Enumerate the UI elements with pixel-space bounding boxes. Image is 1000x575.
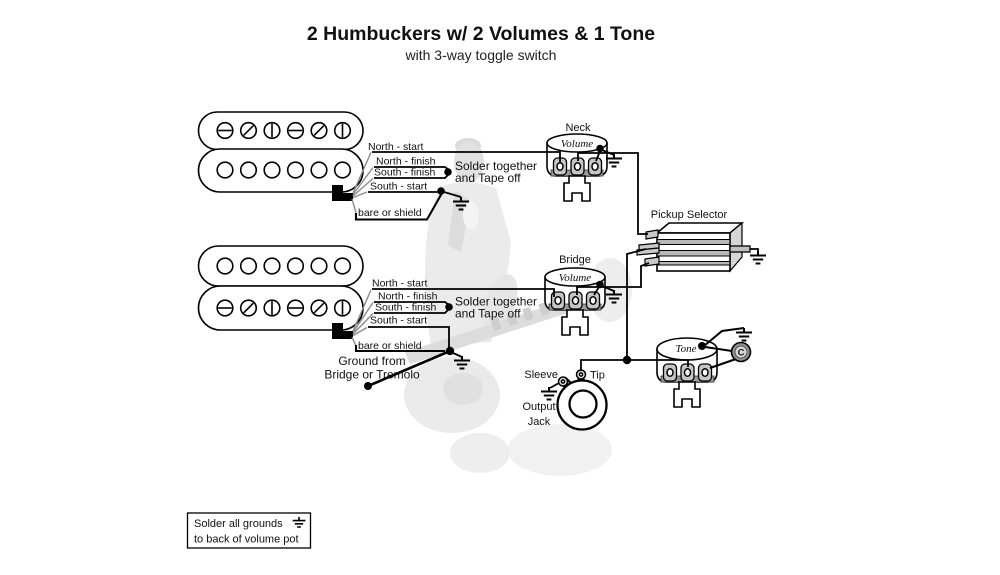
note-box-line2: to back of volume pot xyxy=(194,534,299,546)
ground-icon xyxy=(540,386,558,401)
bridge-volume-lugs xyxy=(550,291,601,310)
tone-pot: C xyxy=(656,337,752,408)
capacitor-label: C xyxy=(738,348,745,359)
neck-slug-poles xyxy=(216,161,352,179)
tremolo-ground-note: Ground from xyxy=(338,354,405,368)
bridge-slug-poles xyxy=(216,257,352,275)
neck-solder-note: Solder together xyxy=(455,159,537,173)
bridge-wire-label: bare or shield xyxy=(358,340,422,352)
bridge-cable-connector xyxy=(332,323,353,339)
wire-neck-to-ground xyxy=(443,191,462,198)
bridge-screw-poles xyxy=(216,299,352,317)
neck-pot-function: Volume xyxy=(561,138,594,150)
output-jack xyxy=(549,369,608,431)
jack-sleeve-label: Sleeve xyxy=(524,369,558,381)
bridge-wire-label: South - start xyxy=(370,315,427,327)
tremolo-ground-note: Bridge or Tremolo xyxy=(324,368,420,382)
bridge-volume-pot xyxy=(544,267,606,336)
wire-neck-north-start xyxy=(372,151,561,162)
wires xyxy=(354,149,759,388)
neck-solder-note: and Tape off xyxy=(455,171,521,185)
wire-bridge-volume-to-selector xyxy=(576,262,650,295)
note-box-line1: Solder all grounds xyxy=(194,518,283,530)
bridge-wire-label: North - finish xyxy=(378,291,438,303)
wire-bridge-lug-to-case xyxy=(593,286,600,296)
neck-volume-shaft xyxy=(563,175,591,202)
wire-sleeve-ground xyxy=(549,382,560,389)
wire-neck-case-to-ground xyxy=(601,149,615,156)
pickup-selector-switch xyxy=(636,221,751,273)
wire-bridge-south-start xyxy=(368,326,450,348)
neck-cable-connector xyxy=(332,185,353,201)
bridge-solder-note: Solder together xyxy=(455,295,537,309)
neck-humbucker-pickup xyxy=(197,111,374,213)
neck-pot-name: Neck xyxy=(565,122,591,134)
grounds-note-box: Solder all grounds to back of volume pot xyxy=(186,512,312,549)
tone-pot-function: Tone xyxy=(676,343,697,355)
neck-volume-pot xyxy=(546,133,608,202)
jack-name: Jack xyxy=(528,416,551,428)
wire-selector-case-ground xyxy=(750,248,759,251)
bridge-humbucker-pickup xyxy=(197,245,374,347)
tone-shaft xyxy=(673,381,701,408)
selector-lever xyxy=(729,245,751,253)
ground-icon xyxy=(749,250,767,265)
neck-wire-label: North - start xyxy=(368,141,424,153)
neck-wire-label: South - finish xyxy=(374,167,435,179)
neck-wire-label: North - finish xyxy=(376,156,436,168)
labels: North - start North - finish South - fin… xyxy=(324,122,727,428)
neck-screw-poles xyxy=(216,121,352,140)
wire-bridge-to-ground xyxy=(452,352,463,358)
wire-output-bus xyxy=(580,359,689,371)
neck-wire-label: South - start xyxy=(370,181,427,193)
ground-icon xyxy=(735,327,753,342)
neck-wire-label: bare or shield xyxy=(358,207,422,219)
jack-name: Output xyxy=(522,401,555,413)
bridge-cable-ribbon xyxy=(351,289,374,347)
wire-neck-lug-to-case xyxy=(595,150,601,162)
bridge-solder-note: and Tape off xyxy=(455,307,521,321)
neck-volume-lugs xyxy=(552,157,603,176)
selector-label: Pickup Selector xyxy=(651,209,728,221)
bridge-volume-shaft xyxy=(561,309,589,336)
wire-neck-volume-to-selector xyxy=(577,152,648,235)
wire-neck-bare-shield xyxy=(354,192,443,221)
wire-bridge-case-to-ground xyxy=(601,285,615,292)
neck-cable-ribbon xyxy=(351,152,374,213)
jack-tip-label: Tip xyxy=(590,370,605,382)
wire-bridge-north-start xyxy=(372,288,555,297)
tone-lugs xyxy=(662,363,713,382)
wire-ground-from-bridge xyxy=(367,349,451,388)
selector-terminal-neck xyxy=(645,229,659,240)
wire-tone-case-to-ground xyxy=(703,326,745,347)
wire-bridge-bare-shield xyxy=(354,345,445,353)
bridge-wire-label: North - start xyxy=(372,278,428,290)
ground-icon xyxy=(605,153,623,168)
bridge-pot-function: Volume xyxy=(559,272,592,284)
page-subtitle: with 3-way toggle switch xyxy=(405,47,557,63)
bridge-pot-name: Bridge xyxy=(559,254,591,266)
solder-joints xyxy=(364,144,706,390)
wire-selector-output xyxy=(626,248,647,360)
page-title: 2 Humbuckers w/ 2 Volumes & 1 Tone xyxy=(307,23,655,45)
tone-capacitor: C xyxy=(704,341,752,369)
bridge-wire-label: South - finish xyxy=(375,302,436,314)
